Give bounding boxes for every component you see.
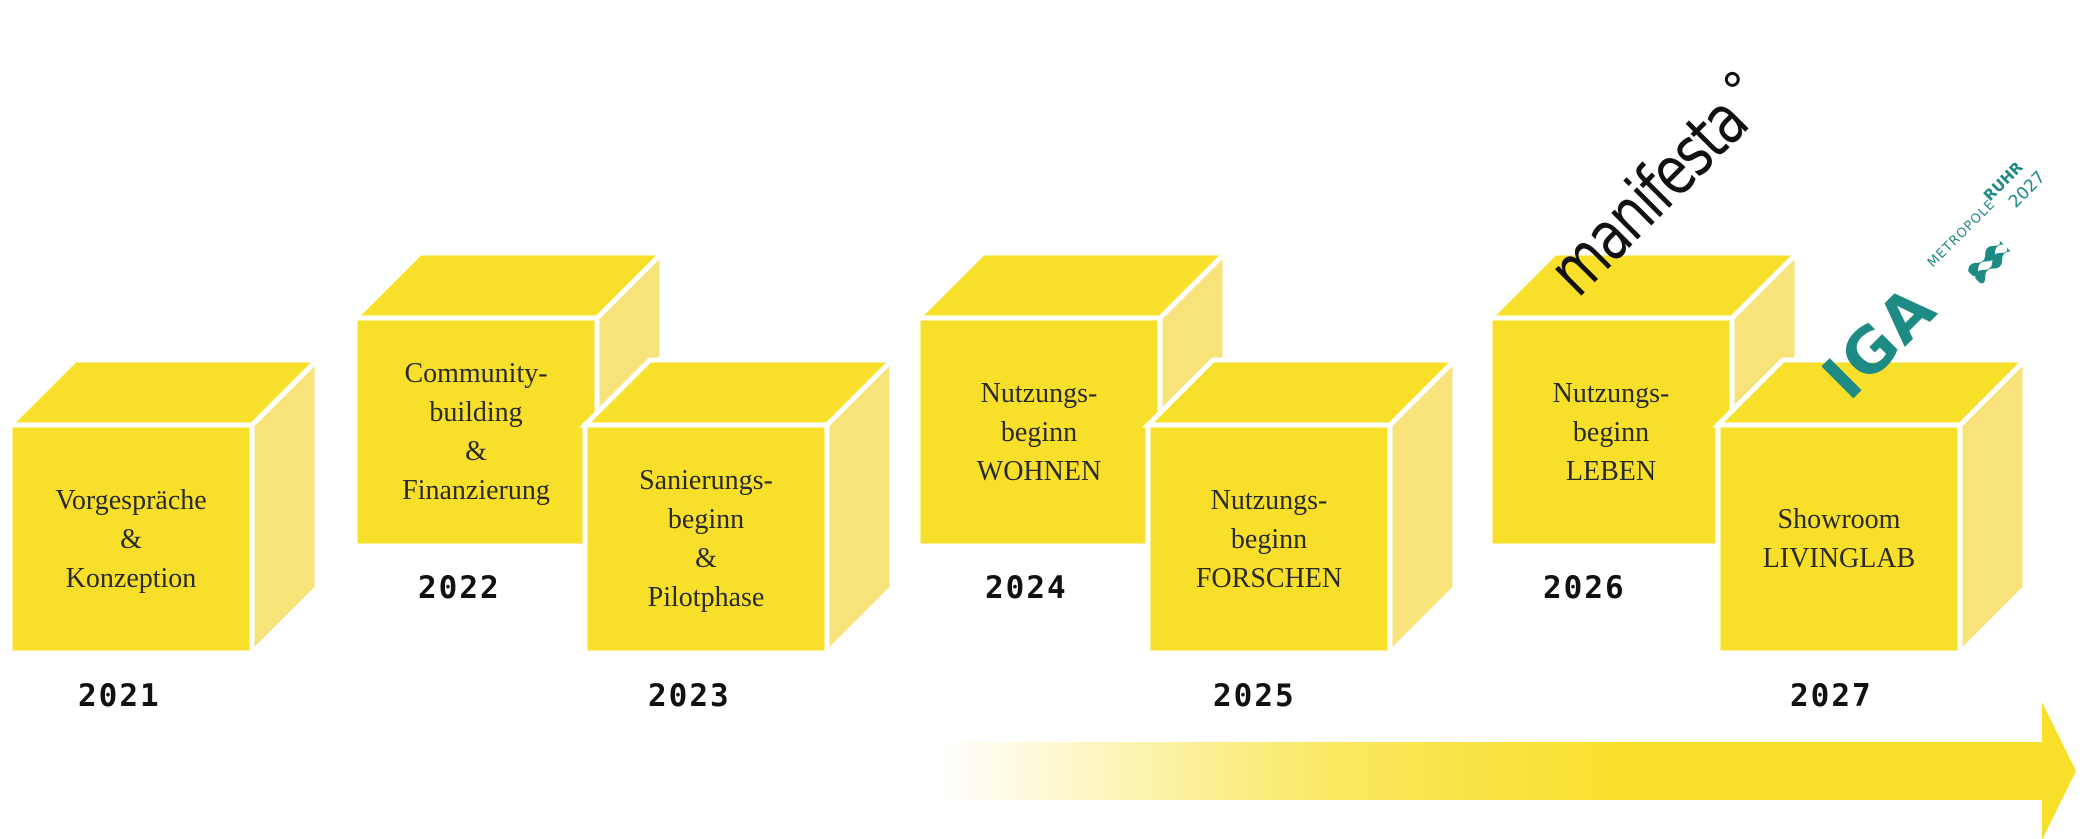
milestone-label-line: beginn xyxy=(1000,416,1078,448)
manifesta-logo: manifesta° xyxy=(1534,62,1767,311)
milestone-label-line: FORSCHEN xyxy=(1195,562,1343,594)
milestone-label-line: Pilotphase xyxy=(647,582,765,613)
year-label: 2025 xyxy=(1213,678,1296,714)
milestone-label: Vorgespräche & Konzeption xyxy=(10,425,252,653)
ruhr-wave-icon xyxy=(1958,230,2018,290)
milestone-label-line: Community- xyxy=(404,358,548,389)
milestone-label-line: WOHNEN xyxy=(976,455,1102,487)
milestone-cube-2027 xyxy=(1711,353,2032,660)
milestone-label-line: building xyxy=(429,397,523,428)
milestone-label-line: Showroom xyxy=(1777,504,1901,535)
iga-logo: IGA METROPOLE RUHR 2027 xyxy=(1808,158,2049,413)
year-label: 2022 xyxy=(418,570,501,606)
milestone-label-line: & xyxy=(695,543,717,574)
milestone-label-line: Vorgespräche xyxy=(55,484,207,516)
milestone-label: Sanierungs-beginn & Pilotphase xyxy=(585,425,827,653)
year-label: 2026 xyxy=(1543,570,1626,606)
milestone-label-line: Nutzungs- xyxy=(1552,377,1670,409)
year-label: 2021 xyxy=(78,678,161,714)
milestone-label-line: & xyxy=(465,436,487,467)
milestone-label-line: beginn xyxy=(667,504,745,535)
cube-front-face xyxy=(582,422,830,656)
year-label: 2023 xyxy=(648,678,731,714)
milestone-label: Community-building & Finanzierung xyxy=(355,318,597,546)
cube-front-face xyxy=(1145,422,1393,656)
milestone-cube-2025 xyxy=(1141,353,1462,660)
milestone-label-line: Finanzierung xyxy=(402,475,550,506)
milestone-label-line: beginn xyxy=(1230,523,1308,555)
year-label: 2024 xyxy=(985,570,1068,606)
milestone-cube-2023 xyxy=(578,353,899,660)
cube-front-face xyxy=(7,422,255,656)
milestone-label-line: Konzeption xyxy=(65,562,197,594)
milestone-label-line: beginn xyxy=(1572,416,1650,448)
milestone-cube-2021 xyxy=(3,353,324,660)
milestone-label-line: LEBEN xyxy=(1565,455,1657,487)
milestone-label-line: & xyxy=(120,523,142,555)
milestone-label-line: Nutzungs- xyxy=(1210,484,1328,516)
milestone-label-line: LIVINGLAB xyxy=(1762,543,1916,574)
cube-front-face xyxy=(1715,422,1963,656)
milestone-label-line: Sanierungs- xyxy=(639,465,773,496)
year-label: 2027 xyxy=(1790,678,1873,714)
milestone-label-line: Nutzungs- xyxy=(980,377,1098,409)
progress-arrow xyxy=(940,702,2076,839)
